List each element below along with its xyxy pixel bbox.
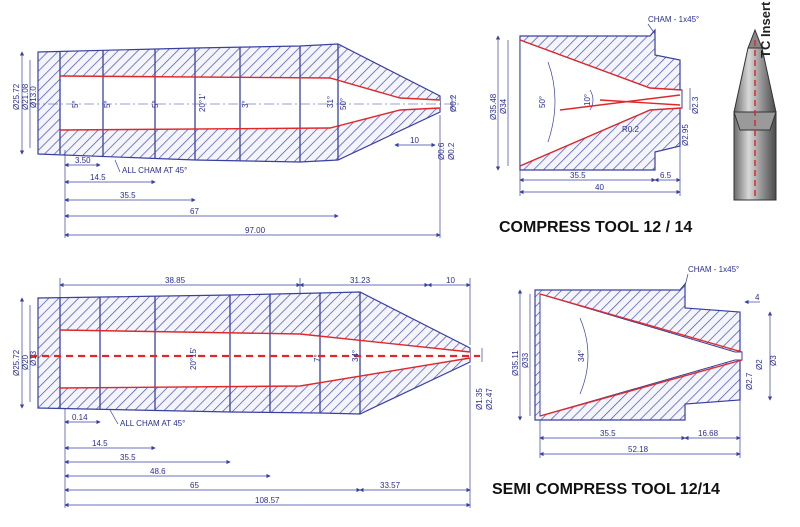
bottom-length-1: 14.5 [92, 439, 108, 448]
bottom-tip-diameter-1: Ø1.35 [475, 388, 484, 410]
inner-diameter: Ø34 [499, 98, 508, 114]
radius-note: R0.2 [622, 125, 639, 134]
tip-diameter-1: Ø0.2 [449, 94, 458, 112]
bottom-length-0: 0.14 [72, 413, 88, 422]
semi-compress-tool-side-view: Ø25.72 Ø20 Ø13 20°15' 7° 34° Ø1.35 Ø2.47… [12, 276, 494, 508]
taper-angle-31: 31° [326, 96, 335, 108]
tc-insert-illustration: TC Insert [733, 1, 777, 201]
top-left-diameter-2: Ø21.08 [21, 83, 30, 110]
bottom-top-length-3: 10 [446, 276, 455, 285]
inner-angle: 10° [583, 94, 592, 106]
semi-tip-diameter-c: Ø3 [769, 355, 778, 366]
bottom-top-length-1: 38.85 [165, 276, 186, 285]
top-left-diameter-1: Ø25.72 [12, 83, 21, 110]
bottom-length-3: 48.6 [150, 467, 166, 476]
step-angle-4: 20°1' [198, 93, 207, 112]
semi-inner-diameter: Ø33 [521, 352, 530, 368]
step-angle-5: 3° [241, 100, 250, 108]
semi-total-length: 52.18 [628, 445, 649, 454]
compress-tool-side-view: Ø25.72 Ø21.08 Ø13.0 5° 5° 5° 20°1' 3° 31… [12, 43, 460, 238]
bottom-angle-7: 7° [313, 354, 322, 362]
semi-cone-angle: 34° [577, 350, 586, 362]
length-dim-4: 67 [190, 207, 199, 216]
semi-compress-tool-section: 34° Ø35.11 Ø33 CHAM - 1x45° 4 Ø2.7 Ø2 Ø3… [511, 265, 778, 458]
bottom-total-length: 108.57 [255, 496, 280, 505]
step-angle-3: 5° [151, 100, 160, 108]
length-dim-2: 14.5 [90, 173, 106, 182]
tip-diameter-b: Ø2.3 [691, 96, 700, 114]
bottom-left-diameter-2: Ø20 [21, 354, 30, 370]
top-left-diameter-3: Ø13.0 [29, 86, 38, 108]
chamfer-note: ALL CHAM AT 45° [122, 166, 187, 175]
tip-diameter-3: Ø0.2 [447, 142, 456, 160]
compress-tool-section: 50° 10° R0.2 Ø35.48 Ø34 Ø2.95 Ø2.3 CHAM … [489, 15, 700, 196]
bottom-top-length-2: 31.23 [350, 276, 371, 285]
cone-angle: 50° [538, 96, 547, 108]
chamfer-note-top: CHAM - 1x45° [648, 15, 699, 24]
step-angle-1: 5° [71, 100, 80, 108]
semi-chamfer-note: CHAM - 1x45° [688, 265, 739, 274]
semi-compress-title: SEMI COMPRESS TOOL 12/14 [492, 481, 720, 498]
bottom-length-4: 65 [190, 481, 199, 490]
bottom-length-5: 33.57 [380, 481, 401, 490]
section-length-1: 35.5 [570, 171, 586, 180]
semi-length-2: 16.68 [698, 429, 719, 438]
semi-tip-length: 4 [755, 293, 760, 302]
compress-title: COMPRESS TOOL 12 / 14 [499, 219, 692, 236]
semi-tip-diameter-a: Ø2.7 [745, 372, 754, 390]
length-dim-1: 3.50 [75, 156, 91, 165]
bottom-chamfer-note: ALL CHAM AT 45° [120, 419, 185, 428]
step-angle-2: 5° [103, 100, 112, 108]
bottom-angle-34: 34° [351, 350, 360, 362]
bottom-tip-diameter-2: Ø2.47 [485, 388, 494, 410]
tip-diameter-2: Ø0.6 [437, 142, 446, 160]
tip-length: 10 [410, 136, 419, 145]
semi-length-1: 35.5 [600, 429, 616, 438]
section-length-2: 6.5 [660, 171, 672, 180]
bottom-left-diameter-3: Ø13 [29, 350, 38, 366]
bottom-taper-angle: 20°15' [189, 347, 198, 370]
semi-outer-diameter: Ø35.11 [511, 350, 520, 376]
outer-diameter: Ø35.48 [489, 93, 498, 120]
bottom-left-diameter-1: Ø25.72 [12, 349, 21, 376]
length-dim-3: 35.5 [120, 191, 136, 200]
taper-angle-50: 50° [339, 98, 348, 110]
total-length: 97.00 [245, 226, 266, 235]
semi-tip-diameter-b: Ø2 [755, 359, 764, 370]
section-total: 40 [595, 183, 604, 192]
tip-diameter-a: Ø2.95 [681, 124, 690, 146]
insert-label: TC Insert [758, 1, 773, 58]
bottom-length-2: 35.5 [120, 453, 136, 462]
